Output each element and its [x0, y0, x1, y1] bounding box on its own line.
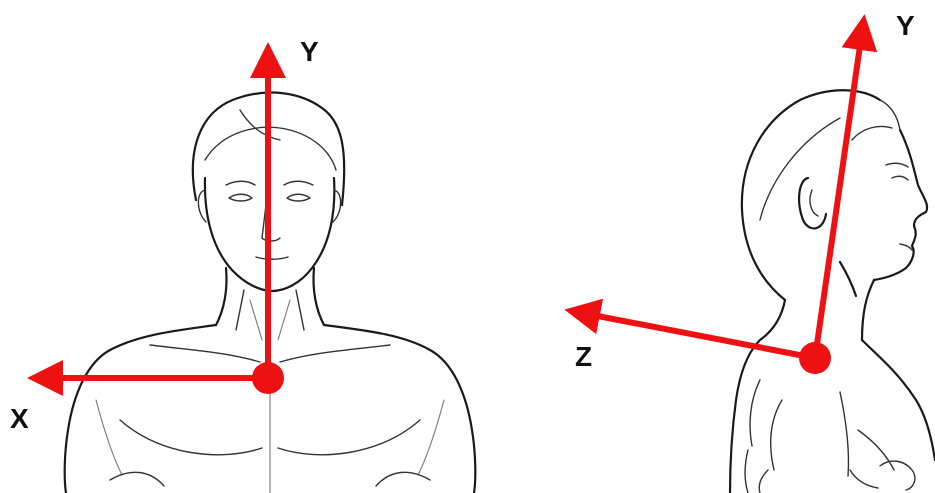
side-origin-dot [799, 342, 831, 374]
front-y-axis-label: Y [300, 38, 319, 66]
side-y-axis-arrow [815, 32, 862, 358]
side-z-axis-arrow [582, 313, 815, 358]
front-axes [45, 60, 284, 394]
side-y-axis-label: Y [896, 12, 915, 40]
front-x-axis-label: X [10, 405, 29, 433]
side-z-axis-label: Z [575, 343, 592, 371]
side-body-sketch [730, 90, 935, 493]
side-axes [582, 32, 862, 374]
front-origin-dot [252, 362, 284, 394]
